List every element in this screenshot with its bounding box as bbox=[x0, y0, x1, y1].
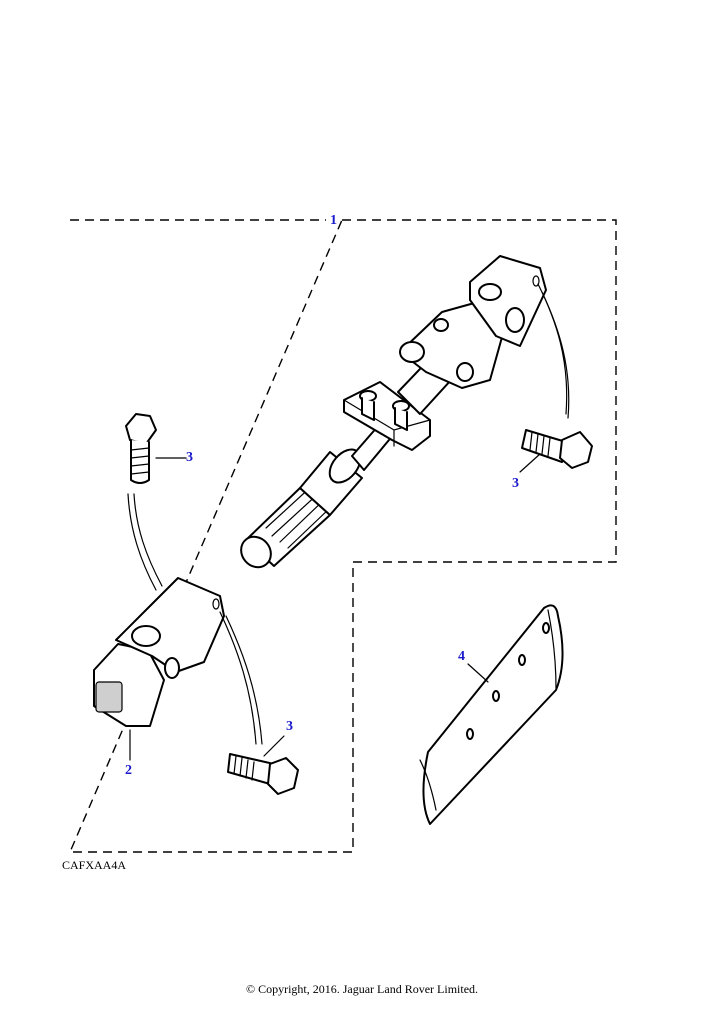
callout-lower-joint: 2 bbox=[125, 763, 132, 778]
boot-seal bbox=[419, 604, 564, 825]
callout-boot: 4 bbox=[458, 649, 465, 664]
illustration-code: CAFXAA4A bbox=[62, 858, 127, 872]
callout-assembly: 1 bbox=[330, 213, 337, 228]
callout-bolt-lower: 3 bbox=[286, 719, 293, 734]
bolt-upper-right bbox=[519, 429, 593, 473]
lower-universal-joint bbox=[93, 577, 263, 761]
assembly-boundary bbox=[68, 219, 617, 853]
steering-shaft-assembly bbox=[240, 255, 570, 569]
callout-bolt-upper-right: 3 bbox=[512, 476, 519, 491]
copyright-notice: © Copyright, 2016. Jaguar Land Rover Lim… bbox=[245, 982, 479, 996]
callout-bolt-upper-left: 3 bbox=[186, 450, 193, 465]
bolt-upper-left bbox=[125, 413, 187, 591]
bolt-lower bbox=[227, 735, 299, 795]
